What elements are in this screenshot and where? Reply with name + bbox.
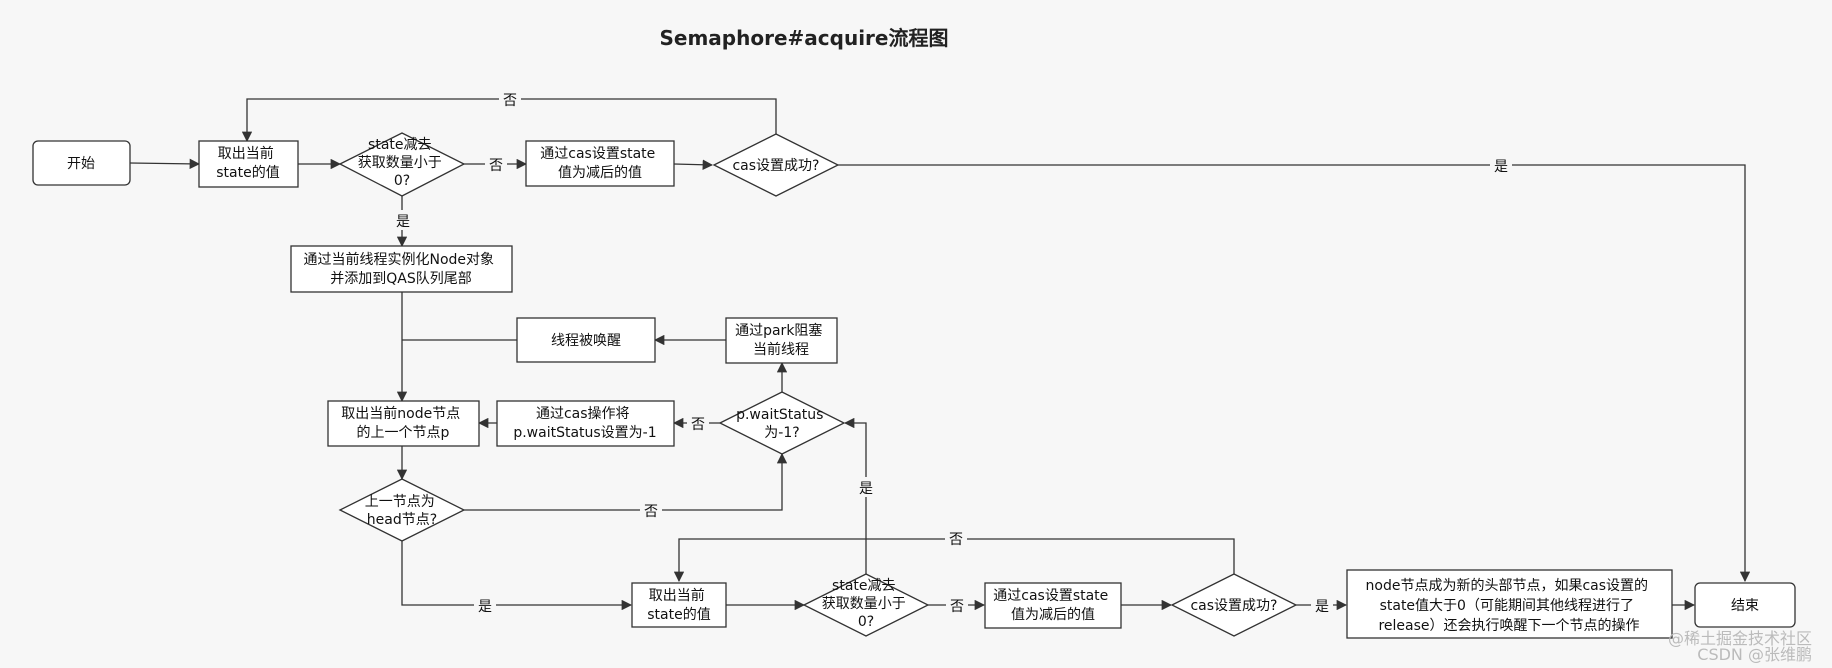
- svg-text:通过cas设置state 值为减后的值: 通过cas设置state 值为减后的值: [540, 146, 660, 181]
- node-new-head: node节点成为新的头部节点，如果cas设置的 state值大于0（可能期间其他…: [1346, 569, 1673, 639]
- edge-label-no-checkwait: 否: [691, 417, 705, 433]
- svg-text:开始: 开始: [67, 156, 95, 172]
- svg-text:上一节点为 head节点?: 上一节点为 head节点?: [365, 494, 439, 528]
- edge-cas1-casok1: [673, 159, 714, 170]
- diagram-title: Semaphore#acquire流程图: [659, 26, 949, 50]
- edge-ishead-no-checkwait: [464, 452, 788, 511]
- node-end: 结束: [1694, 582, 1796, 628]
- edge-start-getstate1: [129, 158, 201, 170]
- node-get-state-1: 取出当前 state的值: [198, 140, 299, 188]
- node-cas-ok-2: cas设置成功?: [1170, 573, 1298, 637]
- edge-ishead-yes-getstate2: [401, 541, 633, 611]
- node-check-state-2: state减去 获取数量小于 0?: [802, 573, 930, 637]
- watermark: @稀土掘金技术社区 CSDN @张维鹏: [1668, 629, 1812, 664]
- edge-label-no-check1: 否: [489, 158, 503, 174]
- node-new-node: 通过当前线程实例化Node对象 并添加到QAS队列尾部: [290, 245, 513, 293]
- node-cas-set-2: 通过cas设置state 值为减后的值: [984, 582, 1122, 629]
- svg-text:取出当前 state的值: 取出当前 state的值: [647, 587, 710, 623]
- svg-text:取出当前node节点 的上一个节点p: 取出当前node节点 的上一个节点p: [341, 405, 464, 441]
- node-is-head: 上一节点为 head节点?: [338, 478, 466, 542]
- svg-text:CSDN @张维鹏: CSDN @张维鹏: [1697, 645, 1812, 664]
- node-cas-set-1: 通过cas设置state 值为减后的值: [525, 140, 675, 187]
- svg-text:state减去 获取数量小于: state减去 获取数量小于 0?: [822, 578, 910, 630]
- node-check-wait: p.waitStatus 为-1?: [718, 391, 846, 455]
- svg-text:cas设置成功?: cas设置成功?: [1190, 598, 1277, 614]
- edge-label-yes-ishead: 是: [478, 599, 492, 615]
- svg-text:node节点成为新的头部节点，如果cas设置的: node节点成为新的头部节点，如果cas设置的 state值大于0（可能期间其他…: [1366, 578, 1653, 634]
- edge-check2-yes-checkwait: [843, 417, 867, 574]
- node-check-state-1: state减去 获取数量小于 0?: [338, 132, 466, 197]
- svg-text:state减去 获取数量小于: state减去 获取数量小于 0?: [358, 137, 446, 189]
- svg-text:通过cas设置state 值为减后的值: 通过cas设置state 值为减后的值: [993, 588, 1113, 623]
- svg-text:@稀土掘金技术社区: @稀土掘金技术社区: [1668, 629, 1812, 648]
- svg-text:取出当前 state的值: 取出当前 state的值: [216, 145, 279, 181]
- node-start: 开始: [32, 140, 131, 186]
- edge-label-no-ishead: 否: [644, 504, 658, 520]
- node-woken: 线程被唤醒: [516, 317, 656, 363]
- node-cas-ok-1: cas设置成功?: [712, 133, 840, 197]
- edge-label-no-casok1: 否: [503, 93, 517, 109]
- svg-text:通过park阻塞 当前线程: 通过park阻塞 当前线程: [735, 322, 827, 358]
- edge-label-yes-casok2: 是: [1315, 599, 1329, 615]
- edge-label-yes-casok1: 是: [1494, 159, 1508, 175]
- svg-text:cas设置成功?: cas设置成功?: [732, 158, 819, 174]
- edge-label-no-check2: 否: [950, 599, 964, 615]
- svg-text:通过cas操作将 p.waitStatus设: 通过cas操作将 p.waitStatus设置为-1: [513, 406, 656, 441]
- node-get-state-2: 取出当前 state的值: [631, 582, 727, 628]
- node-park: 通过park阻塞 当前线程: [725, 317, 838, 364]
- svg-text:p.waitStatus 为-1?: p.waitStatus 为-1?: [736, 407, 828, 441]
- edge-label-no-casok2: 否: [949, 532, 963, 548]
- node-get-prev: 取出当前node节点 的上一个节点p: [327, 400, 480, 447]
- edge-label-yes-check2: 是: [859, 481, 873, 497]
- svg-text:线程被唤醒: 线程被唤醒: [551, 332, 621, 349]
- svg-text:通过当前线程实例化Node对象 并添加到QA: 通过当前线程实例化Node对象 并添加到QAS队列尾部: [304, 251, 499, 287]
- node-cas-wait: 通过cas操作将 p.waitStatus设置为-1: [496, 400, 675, 447]
- edge-label-yes-check1: 是: [396, 214, 410, 230]
- svg-text:结束: 结束: [1731, 598, 1759, 614]
- edge-casok1-yes-end: [838, 164, 1751, 583]
